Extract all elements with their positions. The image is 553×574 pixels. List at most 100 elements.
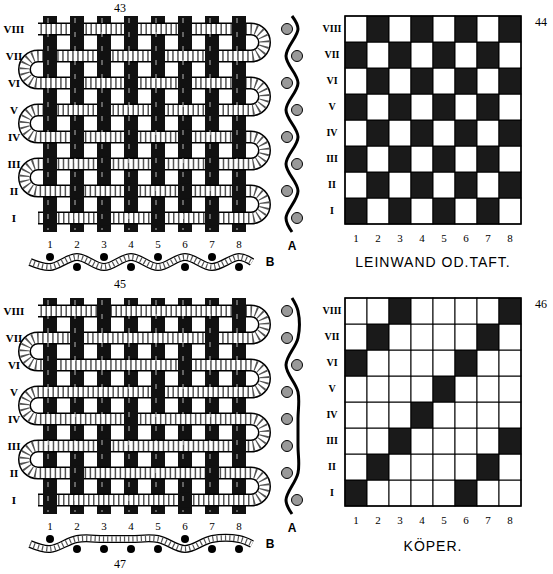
column-number: 2 (74, 521, 80, 532)
warp-cross-section (208, 253, 216, 261)
warp-crossing (151, 49, 165, 64)
warp-crossing (178, 184, 192, 199)
figure-number: 46 (535, 298, 547, 310)
warp-sheen (129, 18, 130, 230)
warp-crossing (178, 130, 192, 145)
warp-crossing (205, 466, 219, 481)
sunk-cell (499, 146, 521, 172)
sunk-cell (477, 68, 499, 94)
sunk-cell (389, 402, 411, 428)
weave-grid (345, 298, 521, 506)
warp-crossing (124, 184, 138, 199)
row-numeral: VII (324, 332, 339, 342)
sunk-cell (411, 298, 433, 324)
column-number: 6 (182, 521, 188, 532)
weft-cross-section (282, 186, 293, 197)
warp-sheen (210, 300, 211, 512)
row-numeral: VIII (323, 306, 342, 316)
warp-cross-section (100, 545, 108, 553)
raised-cell (389, 94, 411, 120)
weft-twist (25, 311, 265, 500)
weft-thread (25, 29, 265, 218)
raised-cell (455, 172, 477, 198)
warp-crossing (124, 22, 138, 37)
warp-cross-section (46, 253, 54, 261)
sunk-cell (433, 480, 455, 506)
warp-crossing (151, 157, 165, 172)
raised-cell (345, 350, 367, 376)
warp-section (286, 16, 298, 232)
sunk-cell (499, 94, 521, 120)
warp-thread (124, 298, 138, 514)
weft-section (30, 257, 252, 267)
warp-crossing (97, 103, 111, 118)
sunk-cell (455, 298, 477, 324)
raised-cell (367, 324, 389, 350)
weft-cross-section (282, 387, 293, 398)
raised-cell (389, 428, 411, 454)
warp-crossing (178, 76, 192, 91)
warp-crossing (97, 439, 111, 454)
column-number: 7 (485, 515, 491, 526)
weft-cross-section (282, 132, 293, 143)
row-numeral: VI (326, 76, 337, 86)
sunk-cell (345, 428, 367, 454)
raised-cell (499, 16, 521, 42)
raised-cell (499, 428, 521, 454)
weft-section (30, 538, 252, 549)
sunk-cell (499, 42, 521, 68)
warp-crossing (43, 49, 57, 64)
raised-cell (499, 172, 521, 198)
sunk-cell (411, 428, 433, 454)
row-numeral: I (330, 206, 334, 216)
weft-thread (25, 311, 265, 500)
weft-cross-section (282, 333, 293, 344)
raised-cell (411, 68, 433, 94)
figure-caption: KÖPER. (404, 539, 463, 553)
warp-crossing (97, 211, 111, 226)
warp-crossing (124, 412, 138, 427)
warp-crossing (70, 466, 84, 481)
warp-thread (205, 298, 219, 514)
column-number: 7 (485, 233, 491, 244)
column-number: 3 (397, 233, 403, 244)
sunk-cell (455, 376, 477, 402)
column-number: 6 (463, 515, 469, 526)
column-number: 1 (47, 239, 53, 250)
sunk-cell (433, 454, 455, 480)
raised-cell (499, 120, 521, 146)
warp-sheen (183, 300, 184, 512)
raised-cell (433, 146, 455, 172)
sunk-cell (433, 402, 455, 428)
figure-number: 44 (535, 16, 547, 28)
sunk-cell (433, 68, 455, 94)
column-number: 6 (463, 233, 469, 244)
sunk-cell (411, 480, 433, 506)
figure-number: 43 (114, 2, 126, 14)
sunk-cell (345, 402, 367, 428)
cloth-illustration (25, 298, 303, 553)
warp-cross-section (208, 545, 216, 553)
sunk-cell (455, 402, 477, 428)
warp-sheen (156, 18, 157, 230)
warp-crossing (151, 103, 165, 118)
warp-cross-section (154, 545, 162, 553)
column-number: 2 (375, 515, 381, 526)
warp-crossing (70, 76, 84, 91)
cloth-illustration (25, 16, 303, 271)
row-numeral: VI (8, 78, 20, 89)
weft-cross-section (292, 213, 303, 224)
raised-cell (345, 42, 367, 68)
column-number: 5 (441, 515, 447, 526)
warp-cross-section (127, 263, 135, 271)
warp-thread (178, 298, 192, 514)
warp-crossing (232, 184, 246, 199)
sunk-cell (433, 428, 455, 454)
sunk-cell (367, 94, 389, 120)
column-number: 2 (375, 233, 381, 244)
warp-crossing (232, 304, 246, 319)
row-numeral: VII (6, 51, 23, 62)
sunk-cell (367, 376, 389, 402)
warp-thread (151, 16, 165, 232)
sunk-cell (477, 16, 499, 42)
